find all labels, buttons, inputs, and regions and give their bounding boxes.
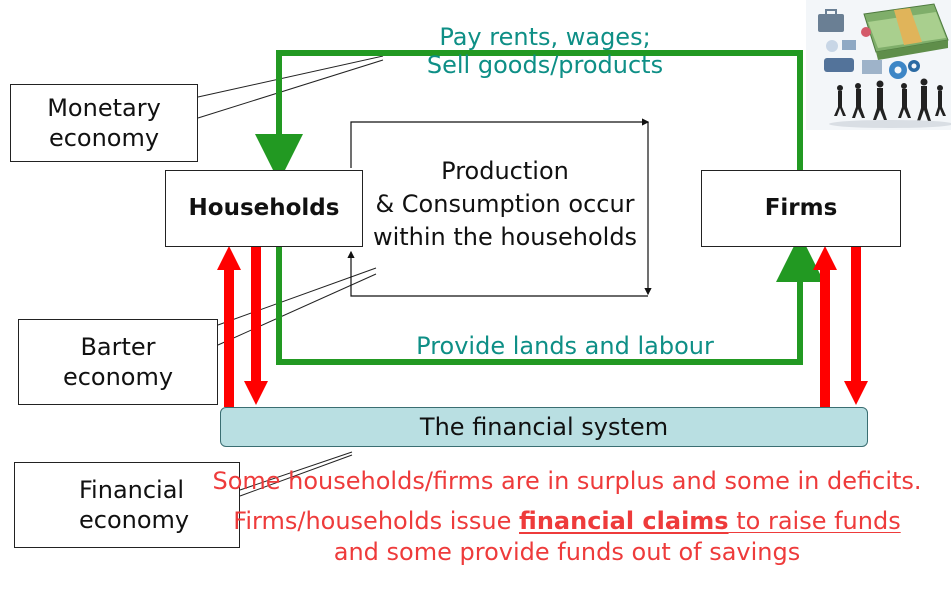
barter-description: Production & Consumption occur within th… xyxy=(360,155,650,254)
callout-pointers xyxy=(197,55,384,497)
financial-callout-line-2: economy xyxy=(79,506,190,534)
financial-callout-line-1: Financial xyxy=(79,476,185,504)
gears-icon xyxy=(889,60,920,79)
barter-callout-line-2: economy xyxy=(62,363,174,391)
notes-line-2-suffix: to raise funds xyxy=(728,507,901,536)
barter-loop-bottom xyxy=(347,250,648,297)
financial-economy-callout: Financial economy xyxy=(14,462,240,548)
monetary-callout-line-1: Monetary xyxy=(47,94,161,122)
green-flow-firms-to-households xyxy=(255,50,803,182)
financial-pointer-lower xyxy=(239,454,353,497)
red-arrow-households-down-shaft xyxy=(251,247,261,383)
red-financial-arrows xyxy=(217,246,868,407)
barter-description-line-2: & Consumption occur xyxy=(375,190,635,218)
households-label: Households xyxy=(188,195,340,222)
barter-economy-callout: Barter economy xyxy=(18,319,218,405)
households-box: Households xyxy=(165,170,363,247)
ground-shadow xyxy=(829,120,951,128)
notes-line-2-prefix: Firms/households issue xyxy=(233,507,520,536)
firms-box: Firms xyxy=(701,170,901,247)
barter-pointer-lower xyxy=(217,273,377,346)
barter-callout-line-1: Barter xyxy=(80,333,156,361)
finance-symbols-icon xyxy=(824,27,882,74)
briefcase-icon xyxy=(818,9,844,32)
notes-line-1: Some households/firms are in surplus and… xyxy=(212,467,922,495)
labour-flow-text: Provide lands and labour xyxy=(416,332,714,360)
red-arrow-firms-up-head xyxy=(813,246,837,270)
monetary-pointer-lower xyxy=(197,59,384,119)
monetary-pointer xyxy=(197,55,384,98)
red-arrow-households-up-shaft xyxy=(224,268,234,407)
barter-loop-top xyxy=(350,118,650,168)
monetary-flow-label: Pay rents, wages; Sell goods/products xyxy=(395,23,695,79)
people-silhouettes-icon xyxy=(834,78,946,121)
red-arrow-firms-up-shaft xyxy=(820,268,830,407)
monetary-callout-line-2: economy xyxy=(48,124,160,152)
labour-flow-label: Provide lands and labour xyxy=(400,332,730,361)
red-arrow-households-up-head xyxy=(217,246,241,270)
red-arrow-households-down-head xyxy=(244,381,268,405)
monetary-economy-callout: Monetary economy xyxy=(10,84,198,162)
barter-description-line-3: within the households xyxy=(372,223,638,251)
financial-claims-emphasis: financial claims xyxy=(519,507,729,536)
notes-line-2: Firms/households issue financial claims … xyxy=(196,506,938,537)
green-flow-households-to-firms xyxy=(276,234,824,365)
financial-pointer xyxy=(239,451,353,491)
financial-system-bar: The financial system xyxy=(220,407,868,447)
barter-pointer xyxy=(217,267,377,326)
business-money-clipart xyxy=(806,0,951,130)
monetary-flow-label-line-1: Pay rents, wages; xyxy=(439,23,651,51)
monetary-flow-label-line-2: Sell goods/products xyxy=(426,50,664,79)
financial-system-label: The financial system xyxy=(419,413,669,441)
money-stack-icon xyxy=(863,3,949,60)
firms-label: Firms xyxy=(764,195,838,222)
financial-notes: Some households/firms are in surplus and… xyxy=(196,466,938,569)
notes-line-3: and some provide funds out of savings xyxy=(333,538,801,567)
barter-description-line-1: Production xyxy=(441,157,569,185)
red-arrow-firms-down-shaft xyxy=(851,247,861,383)
red-arrow-firms-down-head xyxy=(844,381,868,405)
